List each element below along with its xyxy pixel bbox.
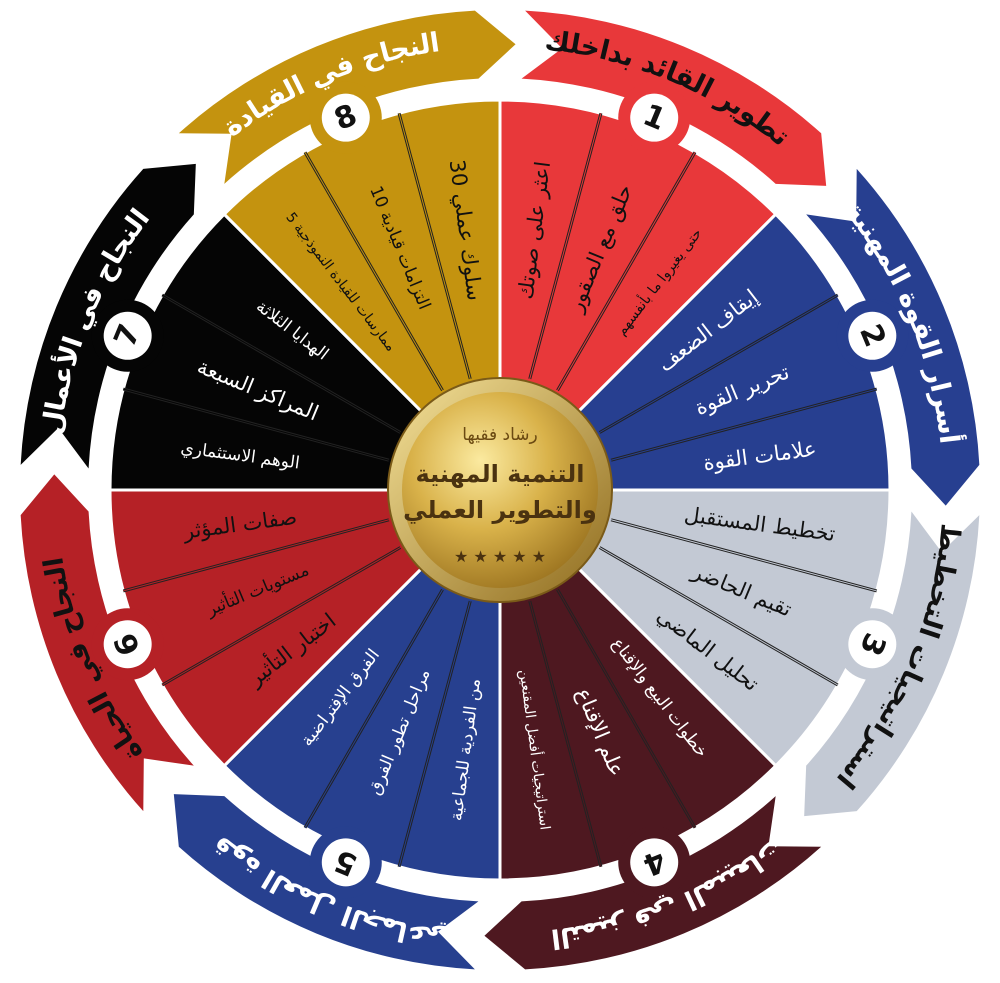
item-divider-inner	[610, 519, 877, 592]
item-divider-inner	[123, 388, 390, 461]
number-badge	[848, 620, 897, 669]
number-badge	[103, 311, 152, 360]
center-medallion: رشاد فقيها التنمية المهنية والتطوير العم…	[387, 377, 613, 603]
number-badge	[103, 620, 152, 669]
number-badge	[321, 93, 370, 142]
rating-stars: ★ ★ ★ ★ ★	[454, 547, 546, 566]
item-divider-inner	[398, 113, 471, 380]
item-divider-inner	[529, 600, 602, 867]
center-title-line2: والتطوير العملي	[403, 496, 597, 524]
item-divider-inner	[610, 388, 877, 461]
item-divider-inner	[304, 152, 443, 391]
item-divider-inner	[599, 294, 838, 433]
item-divider-inner	[398, 600, 471, 867]
item-divider-inner	[162, 547, 401, 686]
item-divider-inner	[557, 589, 696, 828]
number-badge	[321, 838, 370, 887]
number-badge	[848, 311, 897, 360]
item-divider-inner	[123, 519, 390, 592]
item-divider-inner	[304, 589, 443, 828]
center-title-line1: التنمية المهنية	[416, 460, 585, 488]
number-badge	[630, 93, 679, 142]
item-divider-inner	[162, 294, 401, 433]
item-divider-inner	[599, 547, 838, 686]
item-divider-inner	[557, 152, 696, 391]
item-divider-inner	[529, 113, 602, 380]
number-badge	[630, 838, 679, 887]
author-name: رشاد فقيها	[462, 425, 537, 445]
